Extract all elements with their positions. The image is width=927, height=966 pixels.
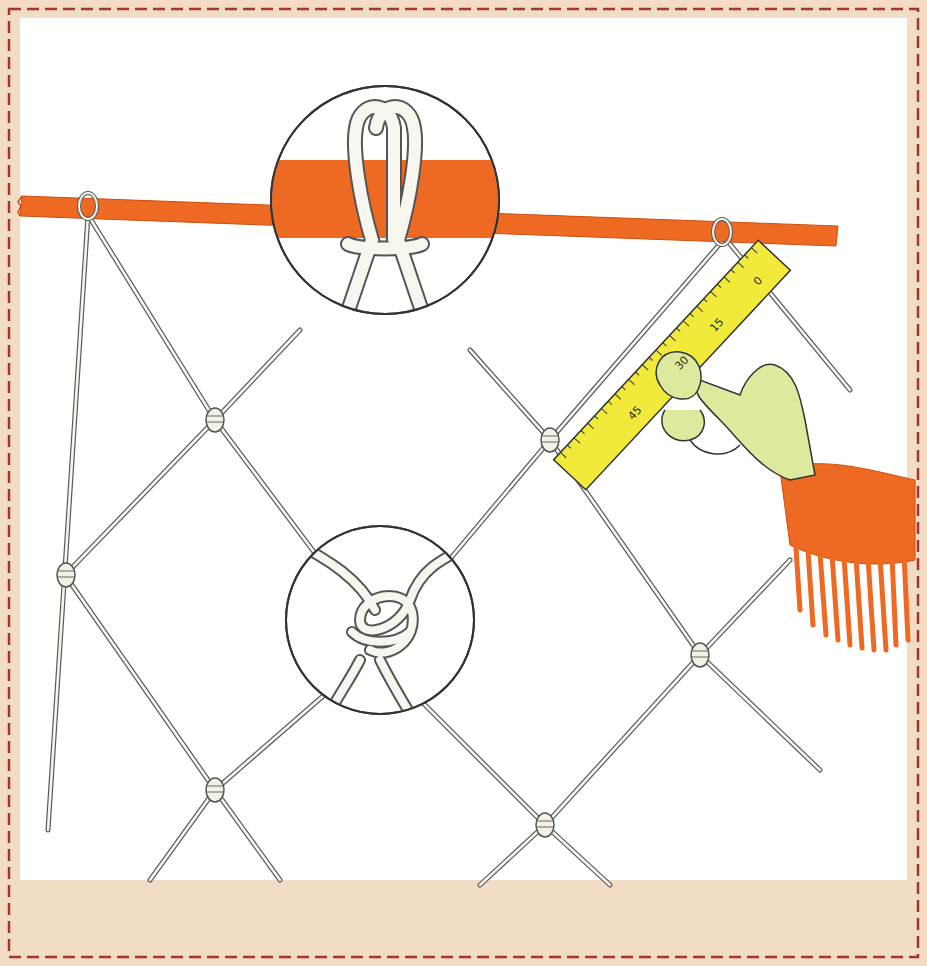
illustration-stage: 0153045: [0, 0, 927, 966]
net-making-illustration: [0, 0, 927, 966]
